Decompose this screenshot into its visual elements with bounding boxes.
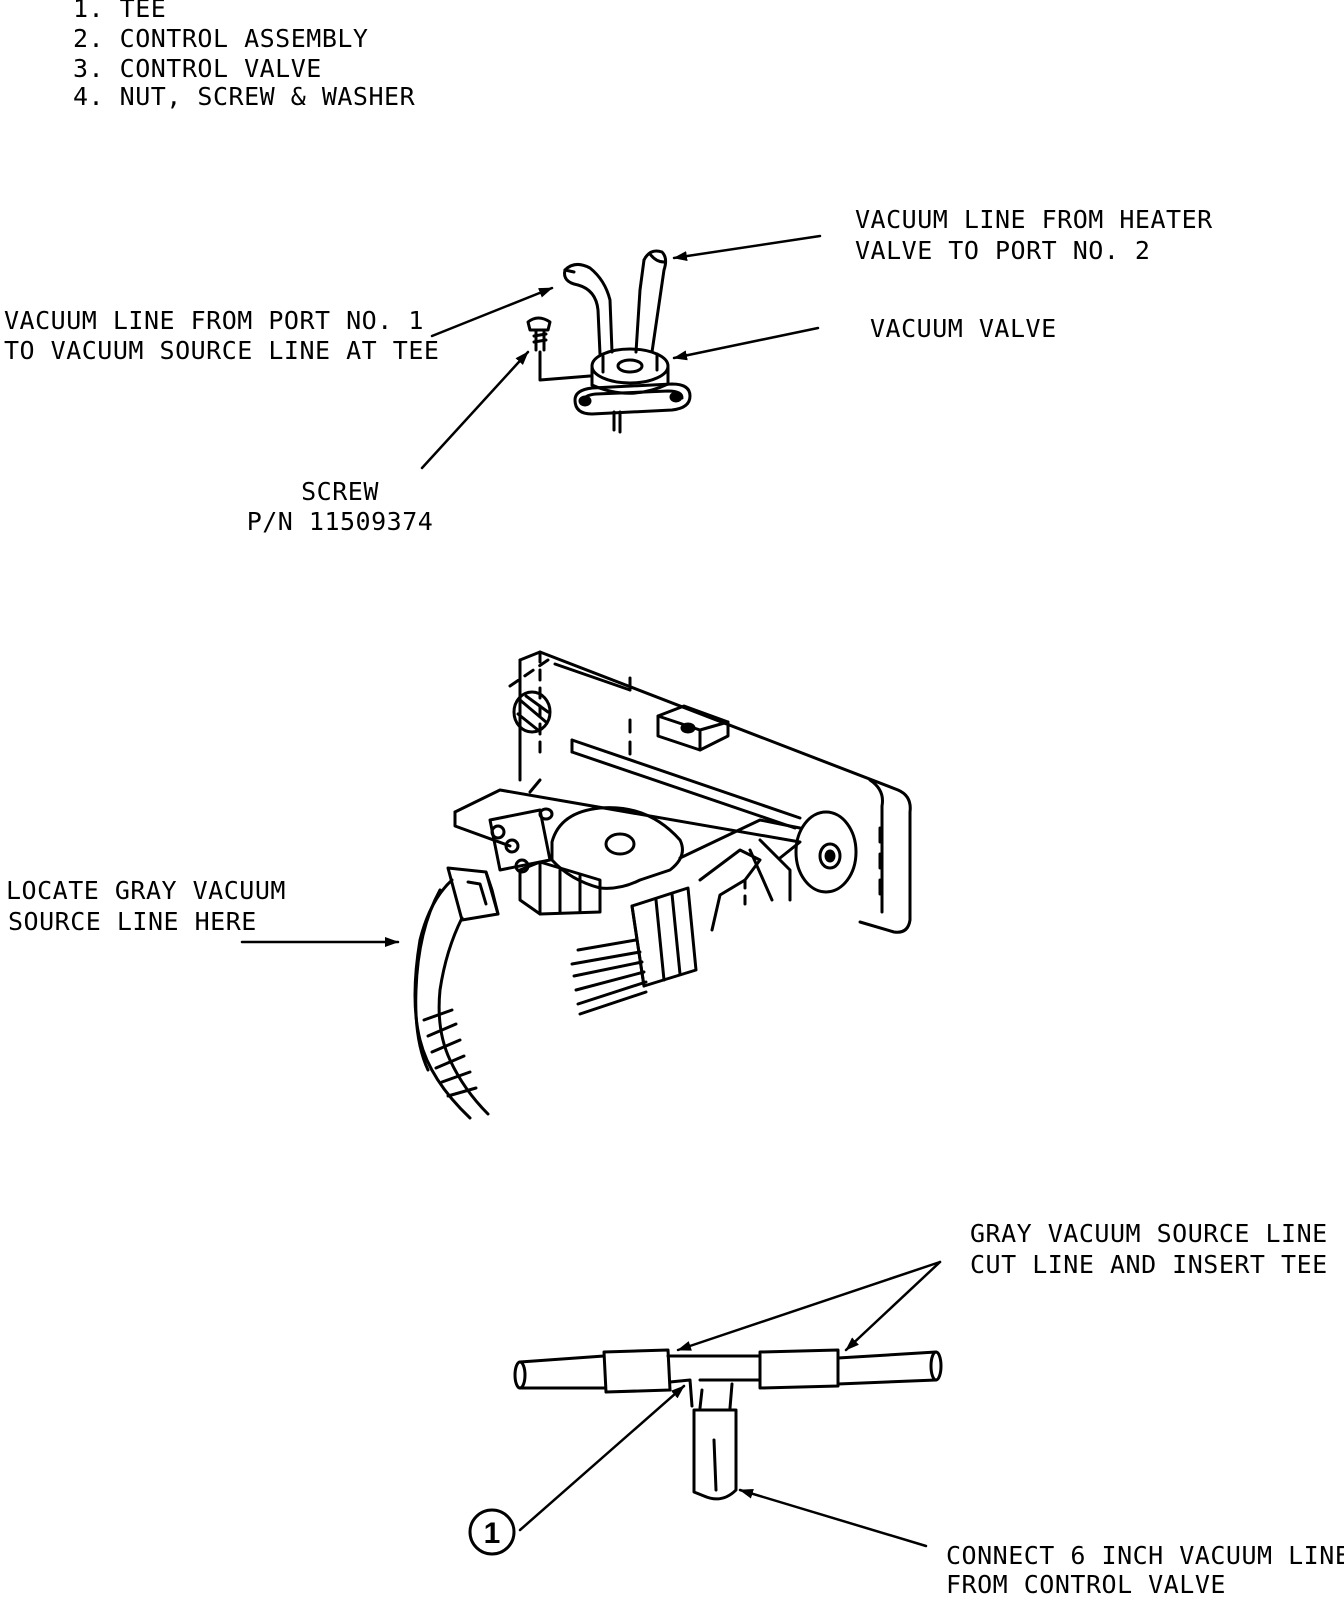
legend-item-nut-screw-washer: 4. NUT, SCREW & WASHER (73, 82, 416, 111)
legend-item-control-assembly: 2. CONTROL ASSEMBLY (73, 24, 369, 53)
legend-item-tee: 1. TEE (73, 0, 167, 23)
screw-part-number: P/N 11509374 (246, 507, 434, 536)
callout-number: 1 (484, 1517, 501, 1550)
locate-label-line2: SOURCE LINE HERE (8, 907, 257, 936)
vacuum-valve-label: VACUUM VALVE (870, 314, 1057, 343)
port1-label-line1: VACUUM LINE FROM PORT NO. 1 (4, 306, 424, 335)
heater-line-label-line1: VACUUM LINE FROM HEATER (855, 205, 1213, 234)
legend-item-control-valve: 3. CONTROL VALVE (73, 54, 322, 83)
gray-line-label-line2: CUT LINE AND INSERT TEE (970, 1250, 1328, 1279)
vacuum-valve-drawing (526, 249, 692, 434)
tee-fitting-drawing (513, 1348, 943, 1501)
connect-label-line1: CONNECT 6 INCH VACUUM LINE (946, 1541, 1344, 1570)
locate-label-line1: LOCATE GRAY VACUUM (6, 876, 286, 905)
heater-line-label-line2: VALVE TO PORT NO. 2 (855, 236, 1151, 265)
tee-callout: 1 (468, 1508, 516, 1556)
gray-line-label-line1: GRAY VACUUM SOURCE LINE (970, 1219, 1328, 1248)
screw-label-line1: SCREW (301, 477, 379, 506)
valve-leader-arrows (420, 234, 822, 470)
tee-leader-arrows (518, 1260, 942, 1548)
port1-label-line2: TO VACUUM SOURCE LINE AT TEE (4, 336, 440, 365)
control-assembly-drawing (413, 650, 912, 1120)
